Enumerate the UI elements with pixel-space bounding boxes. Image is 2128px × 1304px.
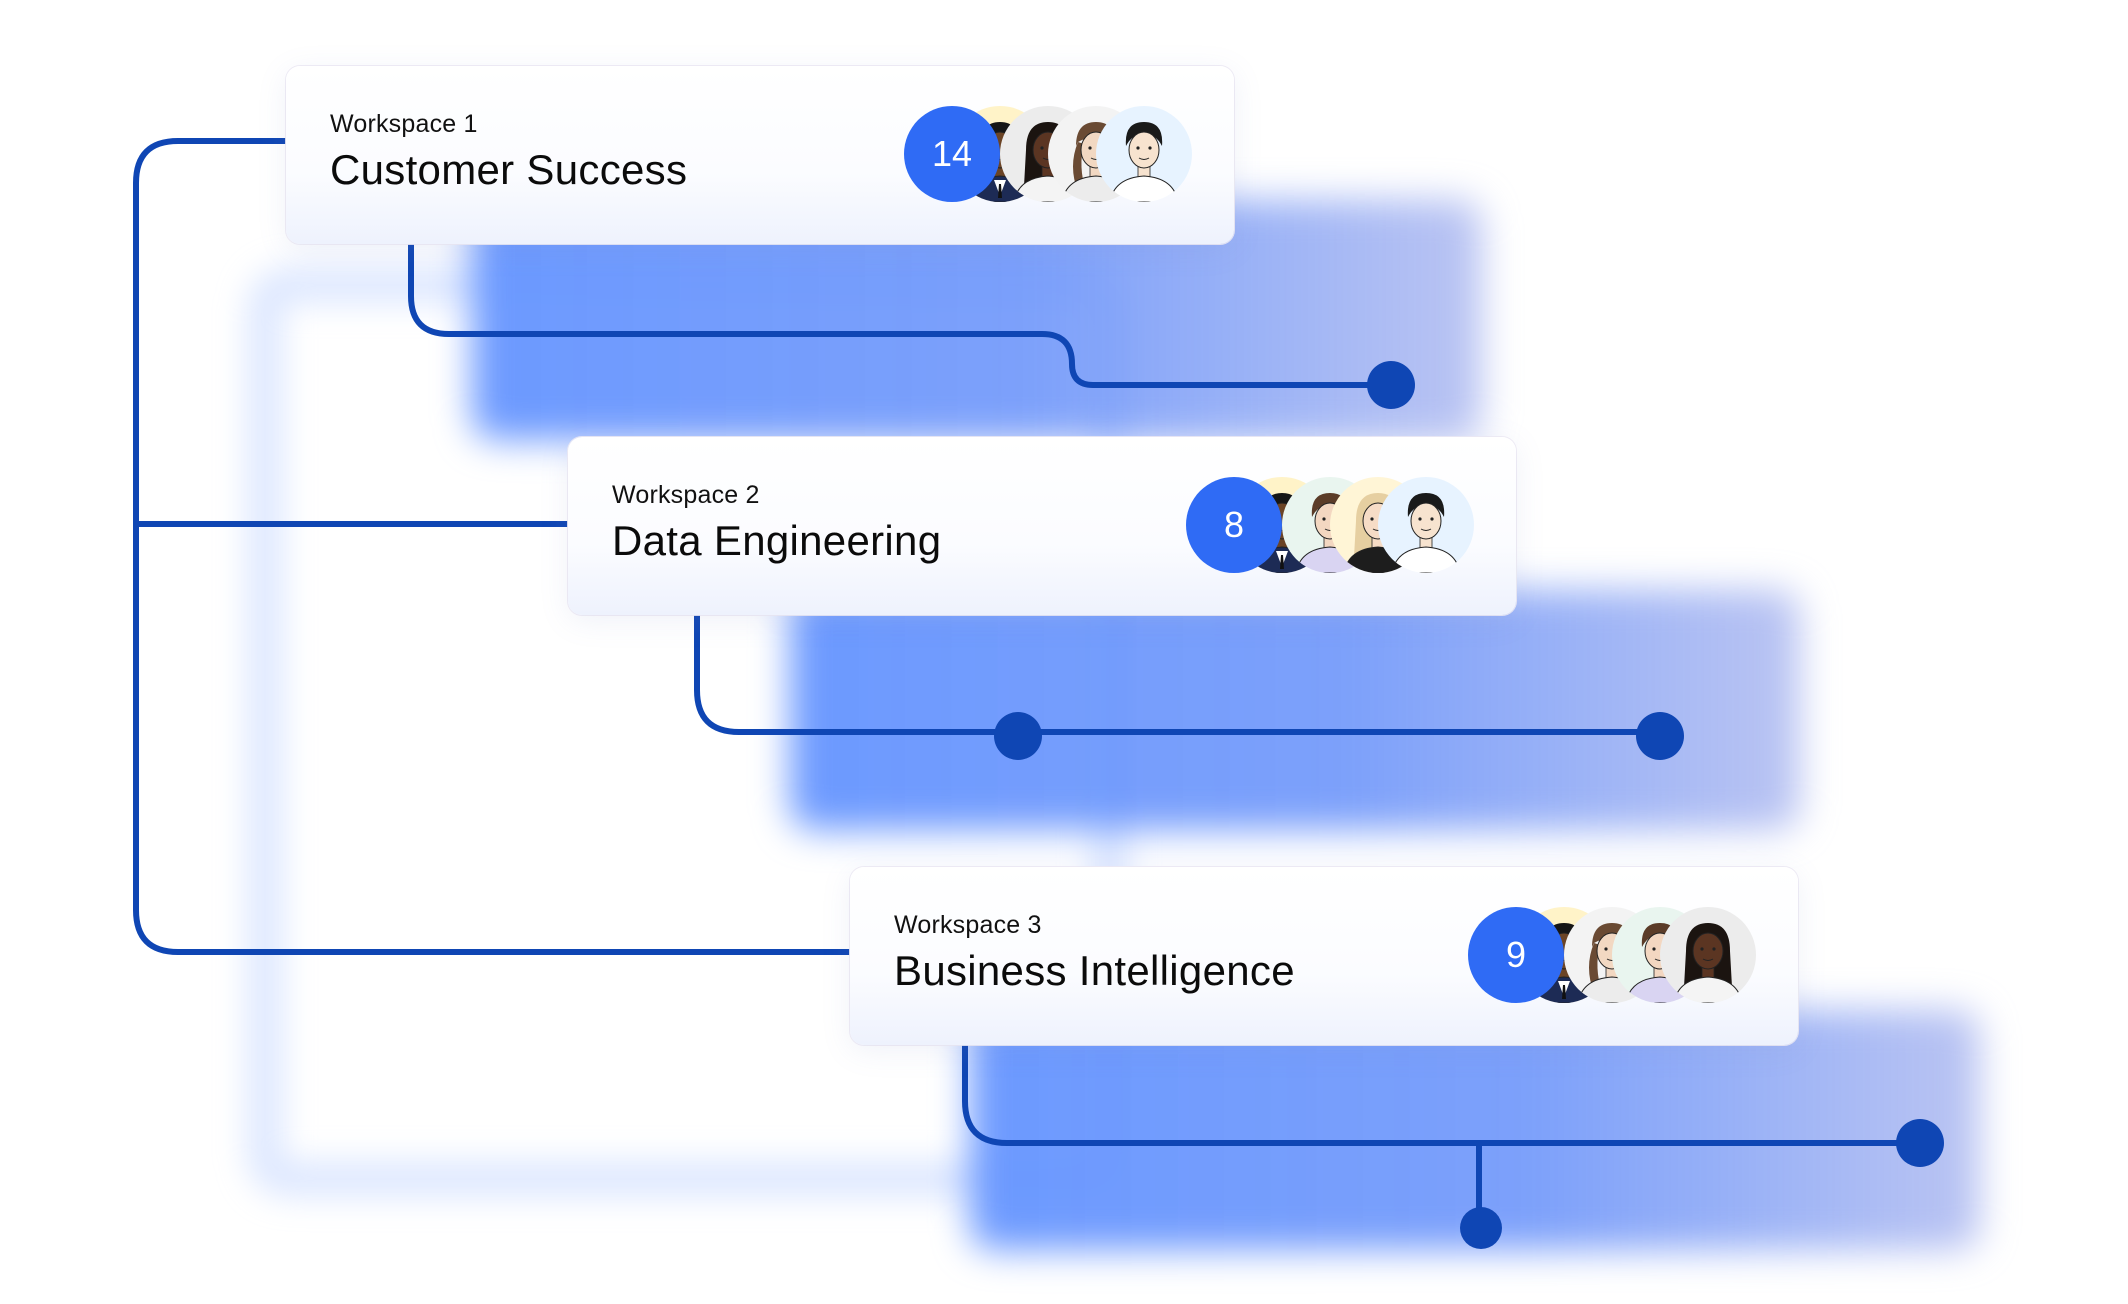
- workspace-title: Data Engineering: [612, 517, 942, 564]
- workspace-label: Workspace 3: [894, 911, 1042, 939]
- workspace-title: Business Intelligence: [894, 947, 1295, 994]
- workspace-title: Customer Success: [330, 146, 688, 193]
- avatar: [1096, 106, 1192, 202]
- endpoint-node: [1367, 361, 1415, 409]
- avatar: [1378, 477, 1474, 573]
- member-count-badge: 9: [1468, 907, 1564, 1003]
- endpoint-node: [1460, 1207, 1502, 1249]
- member-count-badge: 14: [904, 106, 1000, 202]
- endpoint-node: [1636, 712, 1684, 760]
- endpoint-node: [1896, 1119, 1944, 1167]
- branch-workspace-1: [408, 241, 1391, 388]
- workspace-card-3[interactable]: Workspace 3 Business Intelligence 9: [850, 867, 1798, 1045]
- workspace-card-2[interactable]: Workspace 2 Data Engineering 8: [568, 437, 1516, 615]
- branch-workspace-2: [694, 612, 1660, 735]
- workspace-2-glow: [790, 590, 1800, 830]
- endpoint-node: [994, 712, 1042, 760]
- workspace-label: Workspace 2: [612, 481, 760, 509]
- member-count-badge: 8: [1186, 477, 1282, 573]
- workspace-label: Workspace 1: [330, 110, 478, 138]
- trunk-line: [133, 138, 853, 955]
- workspace-card-1[interactable]: Workspace 1 Customer Success 14: [286, 66, 1234, 244]
- avatar: [1660, 907, 1756, 1003]
- branch-workspace-3: [962, 1042, 1921, 1146]
